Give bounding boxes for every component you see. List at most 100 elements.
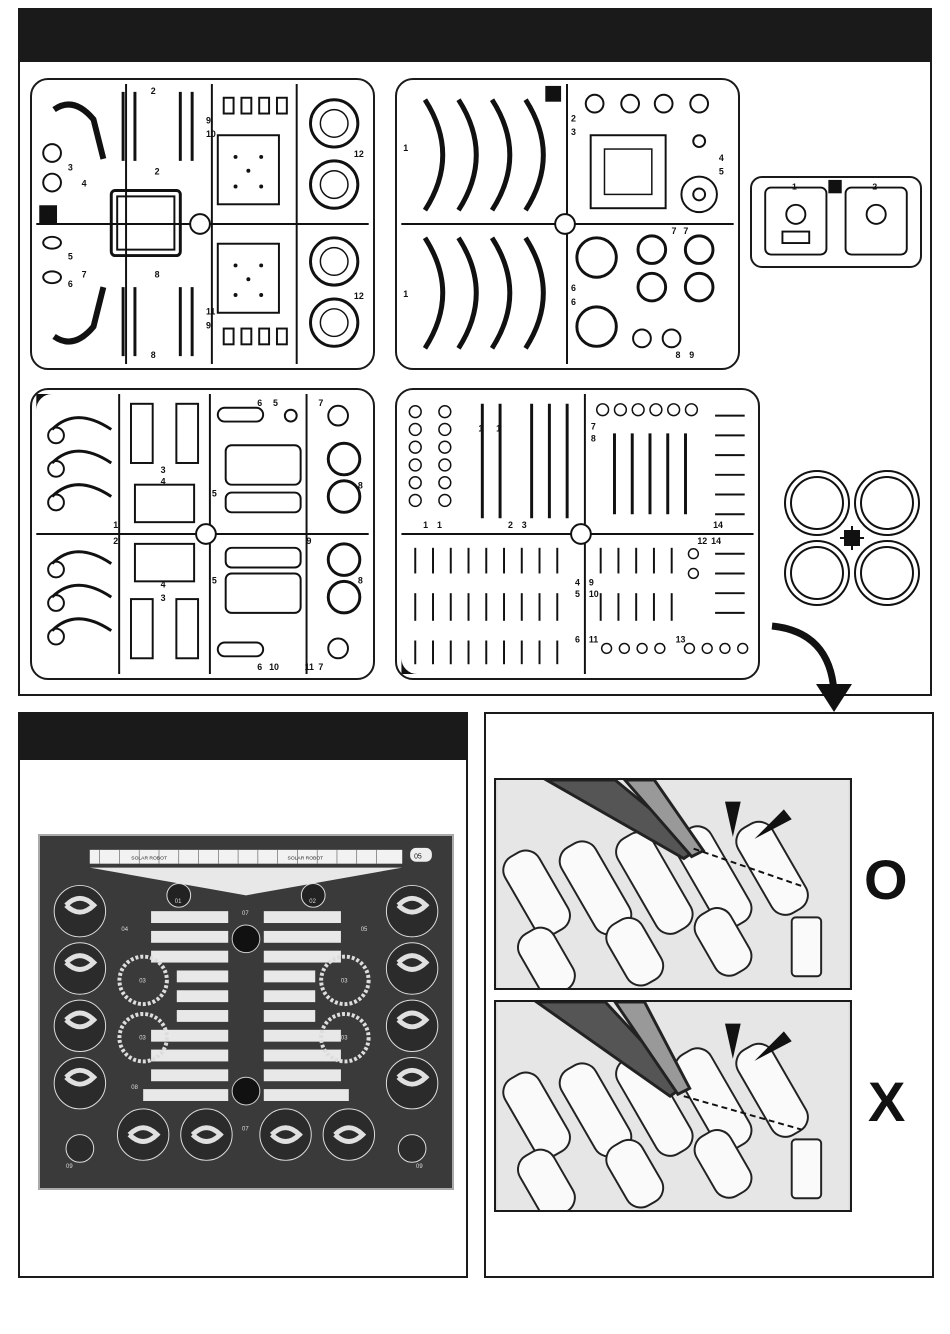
parts-header-bar — [20, 10, 930, 62]
sprue-d-label: 2 — [113, 536, 118, 546]
sprue-e-label: 3 — [522, 520, 527, 530]
sprue-b-label: 6 — [571, 297, 576, 307]
sprue-a-label: 2 — [155, 167, 160, 177]
sprue-e: 1 1 1 1 2 3 7 8 14 12 14 4 5 9 10 6 11 1… — [395, 388, 760, 680]
sprue-b: 2 3 1 4 5 1 6 7 7 6 8 9 — [395, 78, 740, 370]
sprue-a-drawing: 2 2 9 10 3 4 12 5 6 7 8 8 12 9 11 — [32, 80, 373, 368]
sticker-number: 04 — [121, 927, 128, 933]
cut-correct-illustration — [494, 778, 852, 990]
sticker-badge: 05 — [414, 854, 422, 861]
sprue-e-label: 6 — [575, 634, 580, 644]
sticker-header-left: SOLAR ROBOT — [131, 856, 167, 862]
sprue-d-drawing: 6 5 7 3 4 5 8 1 2 4 3 9 5 8 10 6 11 7 — [32, 390, 373, 678]
sprue-c-label: 1 — [792, 181, 797, 191]
sticker-header-right: SOLAR ROBOT — [288, 856, 324, 862]
sprue-e-label: 8 — [591, 433, 596, 443]
sticker-number: 07 — [242, 911, 249, 917]
sticker-number: 08 — [131, 1085, 138, 1091]
sticker-sheet-drawing: SOLAR ROBOT SOLAR ROBOT 05 — [40, 836, 452, 1188]
sprue-e-label: 13 — [676, 634, 686, 644]
sprue-c-drawing: 1 2 — [752, 178, 920, 266]
sprue-d: 6 5 7 3 4 5 8 1 2 4 3 9 5 8 10 6 11 7 — [30, 388, 375, 680]
sticker-number: 01 — [175, 899, 182, 905]
sprue-a-label: 12 — [354, 149, 364, 159]
sticker-sheet: SOLAR ROBOT SOLAR ROBOT 05 — [38, 834, 454, 1190]
sticker-number: 07 — [242, 1127, 249, 1133]
sprue-e-label: 12 — [697, 536, 707, 546]
sprue-b-label: 9 — [689, 350, 694, 360]
sprue-b-label: 4 — [719, 153, 724, 163]
sprue-d-label: 11 — [305, 662, 314, 672]
sprue-a-label: 12 — [354, 291, 364, 301]
sticker-number: 03 — [139, 1036, 146, 1042]
sprue-e-label: 10 — [589, 589, 599, 599]
sticker-number: 05 — [361, 927, 368, 933]
sprue-d-label: 6 — [257, 398, 262, 408]
sprue-b-label: 7 — [683, 226, 688, 236]
sprue-c: 1 2 — [750, 176, 922, 268]
sprue-b-label: 6 — [571, 283, 576, 293]
sprue-c-label: 2 — [872, 181, 877, 191]
sprue-e-label: 9 — [589, 577, 594, 587]
sticker-number: 03 — [341, 978, 348, 984]
sprue-d-label: 10 — [269, 662, 279, 672]
sprue-d-label: 3 — [161, 593, 166, 603]
sprue-b-label: 1 — [403, 143, 408, 153]
cut-wrong-illustration — [494, 1000, 852, 1212]
sprue-d-label: 1 — [113, 520, 118, 530]
sprue-b-label: 2 — [571, 113, 576, 123]
sprue-a-label: 9 — [206, 321, 211, 331]
sprue-a-label: 2 — [151, 86, 156, 96]
sprue-e-label: 14 — [711, 536, 721, 546]
sprue-a-label: 5 — [68, 252, 73, 262]
sticker-number: 03 — [341, 1036, 348, 1042]
sprue-a-label: 6 — [68, 279, 73, 289]
sprue-d-label: 9 — [307, 536, 312, 546]
sprue-e-label: 11 — [589, 634, 598, 644]
sprue-b-label: 7 — [672, 226, 677, 236]
sprue-d-label: 8 — [358, 481, 363, 491]
sprue-e-label: 1 — [437, 520, 442, 530]
sprue-d-label: 5 — [212, 575, 217, 585]
sprue-b-label: 8 — [676, 350, 681, 360]
sprue-d-label: 7 — [318, 398, 323, 408]
sticker-number: 09 — [66, 1164, 73, 1170]
sprue-e-label: 7 — [591, 421, 596, 431]
sprue-e-label: 4 — [575, 577, 580, 587]
sticker-header-bar — [20, 714, 466, 760]
sprue-d-label: 4 — [161, 477, 166, 487]
sprue-e-drawing: 1 1 1 1 2 3 7 8 14 12 14 4 5 9 10 6 11 1… — [397, 390, 758, 678]
sprue-b-label: 1 — [403, 289, 408, 299]
sprue-e-label: 2 — [508, 520, 513, 530]
sprue-a-label: 3 — [68, 163, 73, 173]
sticker-number: 02 — [309, 899, 316, 905]
sprue-a-label: 8 — [151, 350, 156, 360]
sprue-d-label: 6 — [257, 662, 262, 672]
correct-mark: O — [864, 852, 908, 908]
sprue-d-label: 8 — [358, 575, 363, 585]
sprue-d-label: 5 — [212, 489, 217, 499]
sprue-d-label: 3 — [161, 465, 166, 475]
sprue-d-label: 5 — [273, 398, 278, 408]
sprue-a-label: 10 — [206, 129, 216, 139]
sprue-a-label: 11 — [206, 307, 215, 317]
wrong-mark: X — [868, 1074, 905, 1130]
sprue-b-label: 3 — [571, 127, 576, 137]
sprue-e-label: 14 — [713, 520, 723, 530]
sticker-number: 03 — [139, 978, 146, 984]
sprue-d-label: 7 — [318, 662, 323, 672]
sprue-a-label: 9 — [206, 115, 211, 125]
sprue-b-label: 5 — [719, 167, 724, 177]
cut-wrong-drawing — [496, 1002, 850, 1210]
cut-correct-drawing — [496, 780, 850, 988]
sticker-number: 09 — [416, 1164, 423, 1170]
sprue-e-label: 1 — [496, 423, 501, 433]
sprue-e-label: 5 — [575, 589, 580, 599]
sprue-b-drawing: 2 3 1 4 5 1 6 7 7 6 8 9 — [397, 80, 738, 368]
ring-sprue — [782, 468, 922, 608]
sprue-a-label: 7 — [82, 269, 87, 279]
sprue-a-label: 4 — [82, 179, 87, 189]
sprue-a: 2 2 9 10 3 4 12 5 6 7 8 8 12 9 11 — [30, 78, 375, 370]
arrow-icon — [760, 612, 860, 722]
sprue-e-label: 1 — [423, 520, 428, 530]
